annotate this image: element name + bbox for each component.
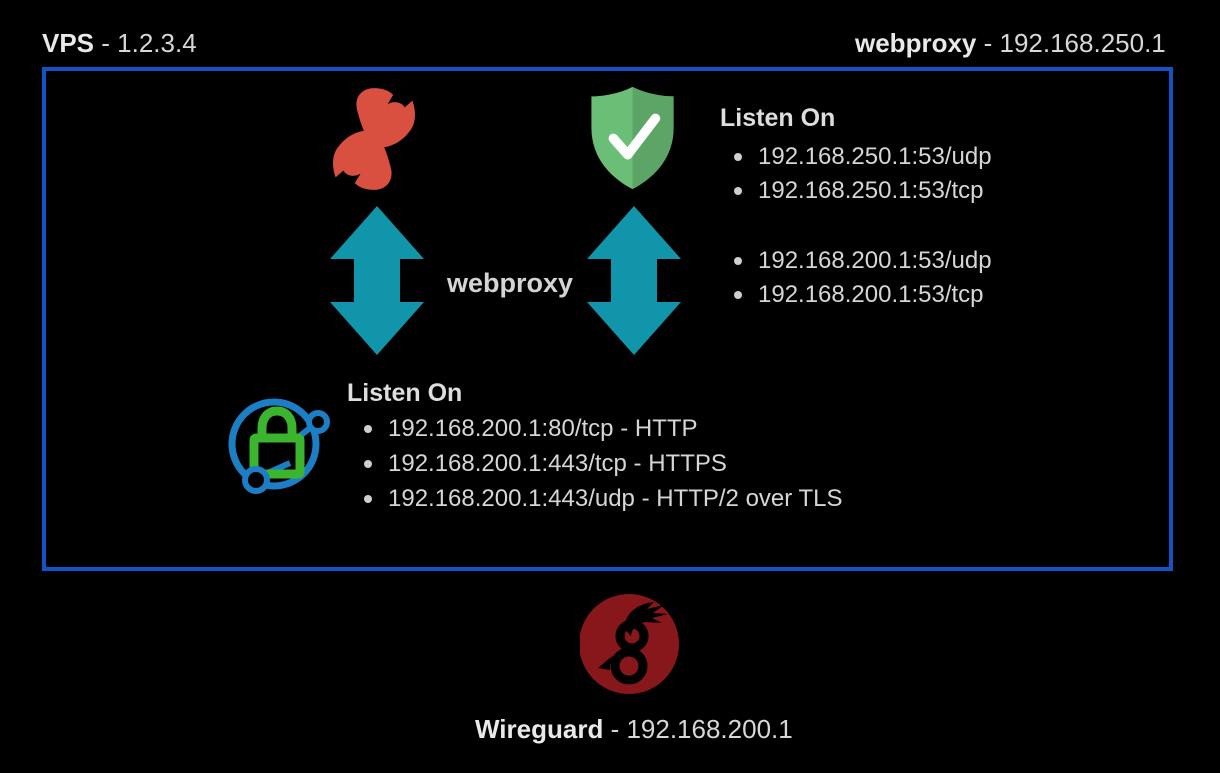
bullet-icon (734, 257, 742, 265)
wireguard-host-ip: - 192.168.200.1 (603, 714, 793, 744)
list-item: 192.168.200.1:53/tcp (734, 278, 992, 312)
list-item: 192.168.250.1:53/udp (734, 140, 992, 174)
tls-lock-icon (228, 398, 330, 494)
adguard-shield-icon (591, 86, 674, 190)
wireguard-dragon-icon (580, 594, 679, 694)
listen-entry: 192.168.250.1:53/tcp (758, 177, 984, 204)
bullet-icon (734, 153, 742, 161)
list-item: 192.168.250.1:53/tcp (734, 174, 992, 208)
right-updown-arrow-icon (587, 206, 681, 355)
wireguard-host-name: Wireguard (475, 714, 604, 744)
bullet-icon (734, 291, 742, 299)
wireguard-host-label: Wireguard - 192.168.200.1 (475, 714, 793, 745)
swag-logo-icon (333, 88, 415, 190)
webproxy-host-label: webproxy - 192.168.250.1 (855, 28, 1166, 59)
vps-host-label: VPS - 1.2.3.4 (42, 28, 197, 59)
listen-entry: 192.168.250.1:53/udp (758, 143, 992, 170)
adguard-listen-group1: 192.168.250.1:53/udp 192.168.250.1:53/tc… (734, 140, 992, 208)
bullet-icon (364, 494, 372, 503)
listen-entry: 192.168.200.1:53/udp (758, 247, 992, 274)
listen-entry: 192.168.200.1:443/tcp - HTTPS (388, 449, 727, 477)
vps-boundary-box (42, 67, 1173, 571)
listen-entry: 192.168.200.1:53/tcp (758, 281, 984, 308)
vps-host-ip: - 1.2.3.4 (94, 28, 197, 58)
webproxy-listen-list: 192.168.200.1:80/tcp - HTTP 192.168.200.… (364, 411, 843, 516)
bullet-icon (734, 187, 742, 195)
webproxy-listen-title: Listen On (347, 379, 463, 407)
bullet-icon (364, 459, 372, 468)
listen-entry: 192.168.200.1:443/udp - HTTP/2 over TLS (388, 484, 843, 512)
list-item: 192.168.200.1:443/udp - HTTP/2 over TLS (364, 481, 843, 516)
list-item: 192.168.200.1:80/tcp - HTTP (364, 411, 843, 446)
webproxy-host-ip: - 192.168.250.1 (976, 28, 1166, 58)
listen-entry: 192.168.200.1:80/tcp - HTTP (388, 414, 698, 442)
list-item: 192.168.200.1:53/udp (734, 244, 992, 278)
adguard-listen-title: Listen On (720, 104, 836, 132)
bullet-icon (364, 424, 372, 433)
adguard-listen-group2: 192.168.200.1:53/udp 192.168.200.1:53/tc… (734, 244, 992, 312)
left-updown-arrow-icon (330, 206, 424, 355)
webproxy-host-name: webproxy (855, 28, 977, 58)
vps-host-name: VPS (42, 28, 95, 58)
webproxy-label: webproxy (446, 268, 574, 298)
list-item: 192.168.200.1:443/tcp - HTTPS (364, 446, 843, 481)
